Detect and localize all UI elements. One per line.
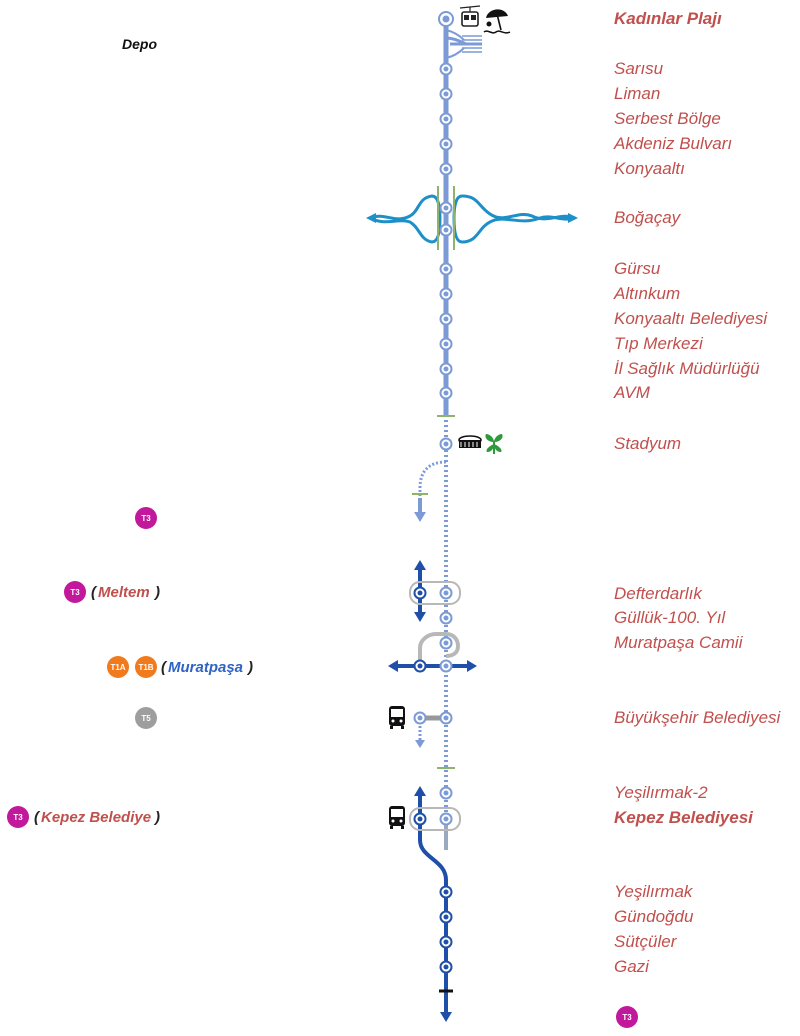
station-label[interactable]: Tıp Merkezi <box>614 334 704 353</box>
station-dot-center <box>443 205 449 211</box>
station-label[interactable]: Gürsu <box>614 259 661 278</box>
t3-badge[interactable]: T3 <box>135 507 157 529</box>
station-label[interactable]: Stadyum <box>614 434 681 453</box>
svg-text:T3: T3 <box>13 813 23 822</box>
station-label[interactable]: Büyükşehir Belediyesi <box>614 708 782 727</box>
t1-muratpasa-connection[interactable]: T1A T1B ( Muratpaşa ) <box>107 656 253 678</box>
beach-umbrella-icon <box>483 9 511 34</box>
station-dot-center <box>443 291 449 297</box>
park-icon <box>485 434 503 454</box>
station-label[interactable]: İl Sağlık Müdürlüğü <box>614 359 760 378</box>
svg-text:T1B: T1B <box>138 663 153 672</box>
station-dot-center <box>417 590 423 596</box>
svg-text:): ) <box>153 809 160 826</box>
station-dot-center <box>443 441 449 447</box>
station-dot-center <box>443 390 449 396</box>
station-dot-center <box>443 939 449 945</box>
svg-text:(: ( <box>161 659 168 676</box>
station-dots <box>413 11 454 974</box>
station-label[interactable]: Akdeniz Bulvarı <box>613 134 732 153</box>
stadium-icon <box>458 435 482 448</box>
svg-text:T1A: T1A <box>110 663 125 672</box>
station-dot-center <box>443 615 449 621</box>
bus-icon <box>389 706 405 729</box>
station-dot-center <box>443 964 449 970</box>
station-dot-center <box>443 590 449 596</box>
station-dot-center <box>443 141 449 147</box>
t3-badge[interactable]: T3 <box>616 1006 638 1028</box>
kepez-branch <box>409 786 461 1022</box>
station-dot-center <box>443 640 449 646</box>
station-label[interactable]: Yeşilırmak-2 <box>614 783 708 802</box>
station-dot-center <box>443 316 449 322</box>
station-label[interactable]: Liman <box>614 84 660 103</box>
station-label[interactable]: Konyaaltı <box>614 159 685 178</box>
station-label[interactable]: Muratpaşa Camii <box>614 633 744 652</box>
kepez-belediye-label: Kepez Belediye <box>41 809 151 826</box>
station-labels: Kadınlar Plajı Sarısu Liman Serbest Bölg… <box>613 9 782 976</box>
t3-kepez-connection[interactable]: T3 ( Kepez Belediye ) <box>7 806 160 828</box>
station-dot-center <box>417 715 423 721</box>
svg-text:T5: T5 <box>141 714 151 723</box>
station-dot-center <box>417 663 423 669</box>
station-dot-center <box>443 116 449 122</box>
station-label[interactable]: Gündoğdu <box>614 907 694 926</box>
t5-badge[interactable]: T5 <box>135 707 157 729</box>
station-label[interactable]: Serbest Bölge <box>614 109 721 128</box>
t3-meltem-connection[interactable]: T3 ( Meltem ) <box>64 581 160 603</box>
stadyum-spur <box>412 460 447 522</box>
svg-text:(: ( <box>91 584 98 601</box>
station-label[interactable]: Altınkum <box>613 284 680 303</box>
svg-text:(: ( <box>34 809 41 826</box>
svg-text:): ) <box>153 584 160 601</box>
station-dot-center <box>443 91 449 97</box>
station-dot-center <box>443 341 449 347</box>
station-label[interactable]: Konyaaltı Belediyesi <box>614 309 768 328</box>
station-label[interactable]: Boğaçay <box>614 208 682 227</box>
station-label[interactable]: Gazi <box>614 957 650 976</box>
station-dot-center <box>443 790 449 796</box>
station-dot-center <box>443 715 449 721</box>
station-label[interactable]: Yeşilırmak <box>614 882 694 901</box>
station-dot-center <box>417 816 423 822</box>
svg-text:T3: T3 <box>70 588 80 597</box>
station-label[interactable]: Defterdarlık <box>614 584 703 603</box>
svg-text:T3: T3 <box>622 1013 632 1022</box>
station-label[interactable]: Kepez Belediyesi <box>614 808 754 827</box>
muratpasa-label: Muratpaşa <box>168 659 243 676</box>
bogacay-river <box>366 186 578 250</box>
station-dot-center <box>443 266 449 272</box>
station-label[interactable]: Sarısu <box>614 59 664 78</box>
station-label[interactable]: Sütçüler <box>614 932 678 951</box>
station-dot-center <box>442 15 450 23</box>
bus-icon <box>389 806 405 829</box>
meltem-label: Meltem <box>98 584 150 601</box>
station-dot-center <box>443 366 449 372</box>
station-dot-center <box>443 914 449 920</box>
station-dot-center <box>443 816 449 822</box>
station-label[interactable]: Kadınlar Plajı <box>614 9 722 28</box>
svg-text:T3: T3 <box>141 514 151 523</box>
station-dot-center <box>443 227 449 233</box>
station-dot-center <box>443 166 449 172</box>
depot-label: Depo <box>122 36 157 52</box>
station-dot-center <box>443 889 449 895</box>
cable-car-icon <box>459 5 481 27</box>
station-label[interactable]: Güllük-100. Yıl <box>614 608 726 627</box>
svg-text:): ) <box>246 659 253 676</box>
station-dot-center <box>443 66 449 72</box>
muratpasa-transfer <box>388 632 477 672</box>
station-label[interactable]: AVM <box>613 383 651 402</box>
station-dot-center <box>443 663 449 669</box>
